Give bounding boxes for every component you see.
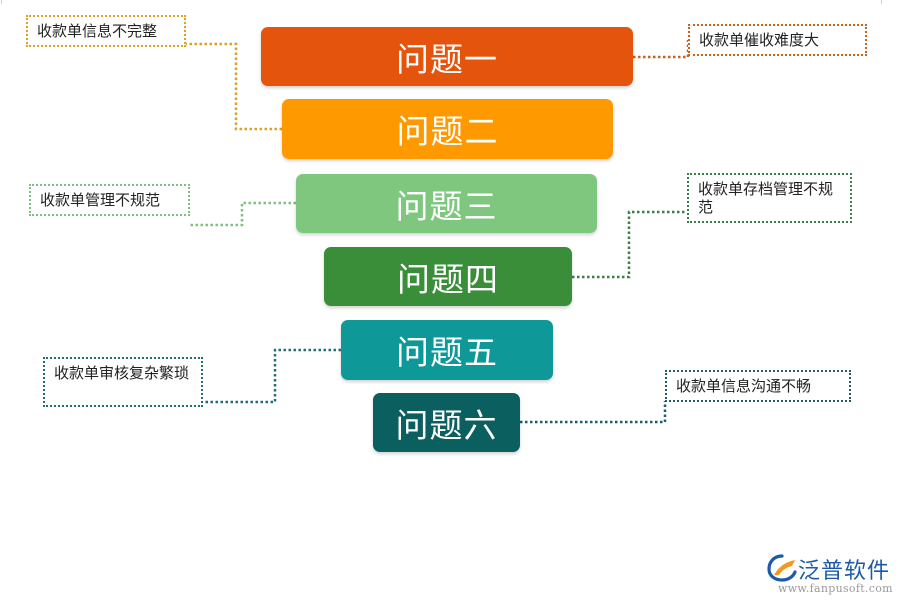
note-level-1-text: 收款单催收难度大 (699, 31, 820, 49)
funnel-level-2: 问题二 (282, 99, 613, 159)
funnel-level-4: 问题四 (324, 247, 572, 306)
connector-level-2 (186, 42, 282, 131)
funnel-level-3-label: 问题三 (395, 186, 498, 226)
funnel-level-5-label: 问题五 (396, 333, 498, 372)
funnel-level-4-label: 问题四 (397, 259, 499, 299)
logo-swoosh (774, 560, 795, 575)
note-level-4-text: 收款单存档管理不规范 (698, 180, 834, 216)
connector-level-1 (633, 40, 690, 59)
brand-url: www.fanpusoft.com (778, 582, 893, 595)
brand-name: 泛普软件 (798, 559, 891, 584)
funnel-level-5: 问题五 (341, 320, 553, 380)
funnel-level-1-label: 问题一 (396, 39, 498, 79)
note-level-3-text: 收款单管理不规范 (40, 191, 161, 209)
note-level-5-text: 收款单审核复杂繁琐 (54, 364, 190, 382)
funnel-level-6-label: 问题六 (395, 405, 498, 445)
note-level-4: 收款单存档管理不规范 (687, 173, 852, 223)
logo-ring (767, 554, 797, 582)
connector-level-3 (190, 201, 296, 227)
note-level-1: 收款单催收难度大 (688, 24, 867, 56)
funnel-level-2-label: 问题二 (396, 112, 499, 151)
funnel-level-3: 问题三 (296, 174, 597, 233)
connector-level-6 (520, 401, 667, 424)
fanpu-logo-icon (767, 554, 797, 582)
note-level-3: 收款单管理不规范 (29, 184, 190, 216)
connector-level-5 (203, 348, 341, 404)
note-level-2: 收款单信息不完整 (26, 15, 186, 47)
frame-corner-tick (1, 0, 2, 4)
note-level-6-text: 收款单信息沟通不畅 (676, 377, 812, 395)
note-level-5: 收款单审核复杂繁琐 (43, 357, 203, 407)
note-level-2-text: 收款单信息不完整 (37, 22, 158, 40)
note-level-6: 收款单信息沟通不畅 (665, 370, 851, 402)
funnel-level-1: 问题一 (261, 27, 633, 86)
brand-logo: 泛普软件 www.fanpusoft.com (766, 553, 893, 597)
frame-corner-tick (881, 0, 882, 4)
funnel-level-6: 问题六 (373, 393, 520, 452)
connector-level-4 (572, 210, 687, 279)
